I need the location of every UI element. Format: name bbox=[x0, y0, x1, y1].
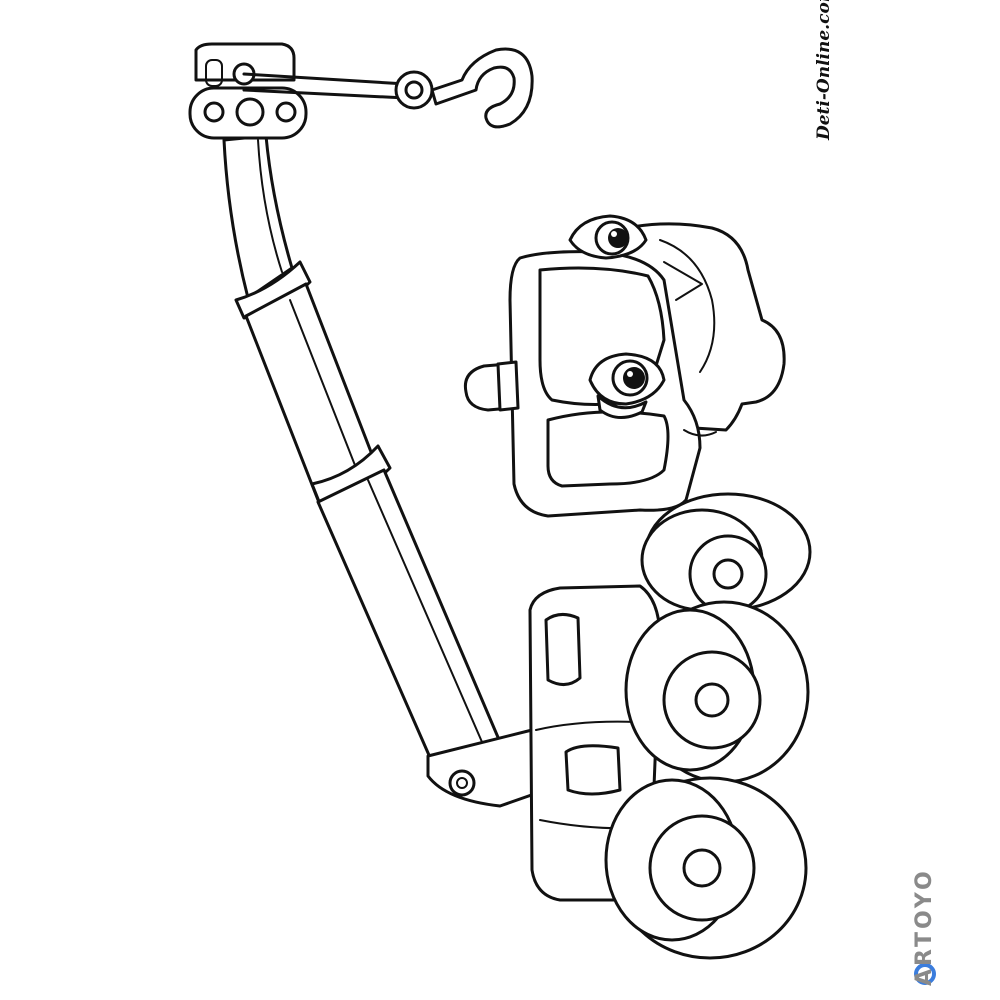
wheel-icon bbox=[624, 600, 810, 784]
eye-icon bbox=[568, 214, 648, 260]
crane-hook-icon bbox=[394, 47, 534, 129]
cable-icon bbox=[242, 72, 408, 100]
watermark-brand-text: ARTOYO bbox=[912, 868, 937, 986]
beacon-light-icon bbox=[463, 360, 520, 412]
eye-icon bbox=[588, 352, 666, 419]
watermark-site-text: Deti-Online.com bbox=[814, 0, 834, 140]
boom-icon bbox=[222, 134, 542, 808]
wheel-icon bbox=[640, 492, 812, 614]
brand-ring-icon bbox=[914, 963, 936, 985]
wheel-icon bbox=[604, 776, 808, 960]
cab-icon bbox=[508, 214, 786, 518]
